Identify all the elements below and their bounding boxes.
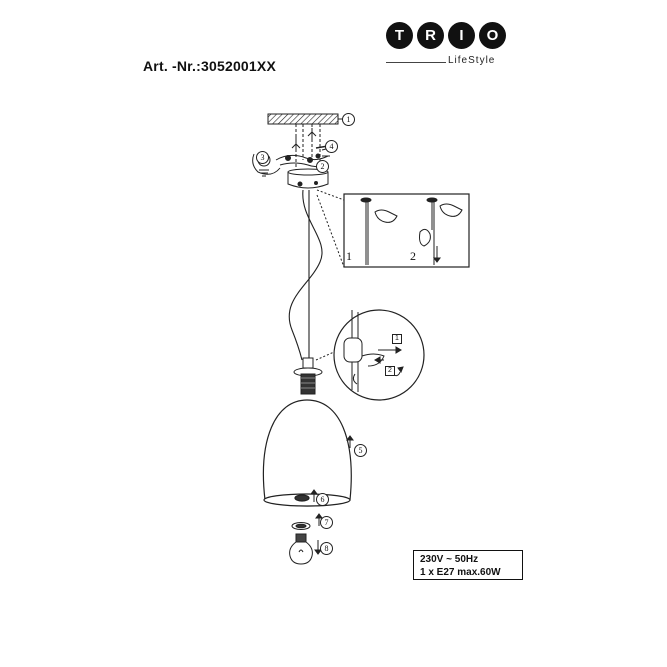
logo-letter-t: T <box>386 22 413 49</box>
trio-logo: T R I O LifeStyle <box>380 22 510 74</box>
detail-step-1: 1 <box>346 249 352 263</box>
cord-marker-1: 1 <box>392 334 402 344</box>
logo-underline <box>386 62 446 63</box>
callout-4: 4 <box>325 140 338 153</box>
detail-step-2: 2 <box>410 249 416 263</box>
ceiling <box>267 113 343 125</box>
logo-letter-r: R <box>417 22 444 49</box>
logo-tagline: LifeStyle <box>448 55 496 66</box>
callout-3: 3 <box>256 151 269 164</box>
shade-ring <box>291 522 311 530</box>
light-bulb <box>289 533 313 565</box>
logo-letter-o: O <box>479 22 506 49</box>
mounting-screws <box>291 124 321 178</box>
callout-7: 7 <box>320 516 333 529</box>
callout-8: 8 <box>320 542 333 555</box>
callout-6: 6 <box>316 493 329 506</box>
article-number: Art. -Nr.:3052001XX <box>143 58 276 74</box>
spec-voltage: 230V ~ 50Hz <box>420 554 479 565</box>
callout-5: 5 <box>354 444 367 457</box>
lamp-holder <box>293 357 323 395</box>
electrical-spec-box: 230V ~ 50Hz 1 x E27 max.60W <box>413 550 523 580</box>
logo-letter-i: I <box>448 22 475 49</box>
spec-bulb: 1 x E27 max.60W <box>420 567 501 578</box>
callout-1: 1 <box>342 113 355 126</box>
lamp-shade <box>262 399 352 507</box>
cord-length-detail <box>315 309 425 401</box>
direction-arrows <box>310 435 354 555</box>
cord-marker-2: 2 <box>385 366 395 376</box>
adjustment-detail-box <box>316 189 470 268</box>
suspension-cable <box>288 189 323 361</box>
callout-2: 2 <box>316 160 329 173</box>
